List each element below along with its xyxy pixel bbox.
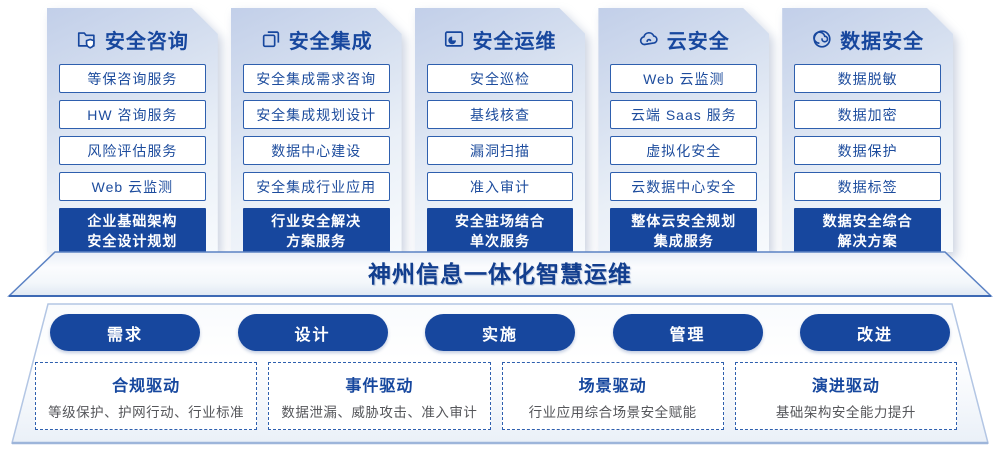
footer-line: 解决方案 xyxy=(837,233,898,249)
column-card: 数据安全 数据脱敏 数据加密 数据保护 数据标签 数据安全综合 解决方案 xyxy=(782,8,953,252)
phase-pills-row: 需求 设计 实施 管理 改进 xyxy=(50,314,950,351)
service-column-security-integration: 安全集成 安全集成需求咨询 安全集成规划设计 数据中心建设 安全集成行业应用 行… xyxy=(231,8,402,252)
driver-desc: 等级保护、护网行动、行业标准 xyxy=(48,404,245,420)
service-column-security-operations: 安全运维 安全巡检 基线核查 漏洞扫描 准入审计 安全驻场结合 单次服务 xyxy=(415,8,586,252)
phase-pill-design: 设计 xyxy=(237,314,388,351)
service-item: 数据保护 xyxy=(794,136,941,165)
service-item: 数据加密 xyxy=(794,100,941,129)
banner-title: 神州信息一体化智慧运维 xyxy=(368,261,632,287)
service-item: 数据标签 xyxy=(794,172,941,201)
service-columns-row: 安全咨询 等保咨询服务 HW 咨询服务 风险评估服务 Web 云监测 企业基础架… xyxy=(47,8,953,252)
column-header: 云安全 xyxy=(610,24,757,54)
footer-line: 整体云安全规划 xyxy=(631,212,737,229)
service-item: 风险评估服务 xyxy=(59,136,206,165)
service-item: 安全集成需求咨询 xyxy=(243,64,390,93)
driver-box-compliance: 合规驱动 等级保护、护网行动、行业标准 xyxy=(35,362,258,430)
column-title: 安全咨询 xyxy=(104,30,189,53)
footer-line: 方案服务 xyxy=(286,233,347,249)
footer-line: 集成服务 xyxy=(653,233,714,249)
column-header: 安全集成 xyxy=(243,24,390,54)
service-item: 安全集成行业应用 xyxy=(243,172,390,201)
driver-boxes-row: 合规驱动 等级保护、护网行动、行业标准 事件驱动 数据泄漏、威胁攻击、准入审计 … xyxy=(35,362,957,430)
service-item: Web 云监测 xyxy=(59,172,206,201)
column-card: 云安全 Web 云监测 云端 Saas 服务 虚拟化安全 云数据中心安全 整体云… xyxy=(598,8,769,252)
driver-title: 事件驱动 xyxy=(345,377,414,395)
footer-line: 安全设计规划 xyxy=(87,233,178,249)
folder-chart-icon xyxy=(443,28,465,50)
service-item: 数据脱敏 xyxy=(794,64,941,93)
column-card: 安全运维 安全巡检 基线核查 漏洞扫描 准入审计 安全驻场结合 单次服务 xyxy=(415,8,586,252)
service-item: 虚拟化安全 xyxy=(610,136,757,165)
service-item: 等保咨询服务 xyxy=(59,64,206,93)
column-footer: 数据安全综合 解决方案 xyxy=(794,208,941,254)
phase-pill-improvement: 改进 xyxy=(800,314,950,351)
service-item: Web 云监测 xyxy=(610,64,757,93)
footer-line: 企业基础架构 xyxy=(87,212,178,229)
column-header: 安全咨询 xyxy=(59,24,206,54)
cloud-icon xyxy=(638,28,660,50)
phase-pill-implementation: 实施 xyxy=(425,314,575,351)
phase-pill-management: 管理 xyxy=(612,314,763,351)
driver-box-scenario: 场景驱动 行业应用综合场景安全赋能 xyxy=(501,362,724,430)
driver-title: 场景驱动 xyxy=(578,377,647,395)
column-card: 安全集成 安全集成需求咨询 安全集成规划设计 数据中心建设 安全集成行业应用 行… xyxy=(231,8,402,252)
footer-line: 行业安全解决 xyxy=(271,212,362,229)
column-footer: 行业安全解决 方案服务 xyxy=(243,208,390,254)
column-title: 安全运维 xyxy=(472,30,557,53)
folder-shield-icon xyxy=(76,28,98,50)
service-item: 安全巡检 xyxy=(427,64,574,93)
service-item: 云数据中心安全 xyxy=(610,172,757,201)
column-card: 安全咨询 等保咨询服务 HW 咨询服务 风险评估服务 Web 云监测 企业基础架… xyxy=(47,8,218,252)
service-column-data-security: 数据安全 数据脱敏 数据加密 数据保护 数据标签 数据安全综合 解决方案 xyxy=(782,8,953,252)
service-item: 准入审计 xyxy=(427,172,574,201)
service-item: 基线核查 xyxy=(427,100,574,129)
service-column-cloud-security: 云安全 Web 云监测 云端 Saas 服务 虚拟化安全 云数据中心安全 整体云… xyxy=(598,8,769,252)
footer-line: 安全驻场结合 xyxy=(454,212,545,229)
column-title: 安全集成 xyxy=(288,30,373,53)
footer-line: 数据安全综合 xyxy=(822,212,913,229)
column-title: 云安全 xyxy=(666,30,730,53)
column-footer: 企业基础架构 安全设计规划 xyxy=(59,208,206,254)
service-item: 云端 Saas 服务 xyxy=(610,100,757,129)
column-footer: 整体云安全规划 集成服务 xyxy=(610,208,757,254)
phase-pill-requirements: 需求 xyxy=(50,314,200,351)
column-header: 数据安全 xyxy=(794,24,941,54)
column-footer: 安全驻场结合 单次服务 xyxy=(427,208,574,254)
driver-title: 合规驱动 xyxy=(112,377,181,395)
service-item: 安全集成规划设计 xyxy=(243,100,390,129)
spiral-icon xyxy=(811,28,833,50)
column-header: 安全运维 xyxy=(427,24,574,54)
driver-desc: 数据泄漏、威胁攻击、准入审计 xyxy=(281,404,478,420)
service-item: HW 咨询服务 xyxy=(59,100,206,129)
driver-desc: 基础架构安全能力提升 xyxy=(775,404,916,420)
driver-box-evolution: 演进驱动 基础架构安全能力提升 xyxy=(734,362,957,430)
service-column-security-consulting: 安全咨询 等保咨询服务 HW 咨询服务 风险评估服务 Web 云监测 企业基础架… xyxy=(47,8,218,252)
service-item: 数据中心建设 xyxy=(243,136,390,165)
service-item: 漏洞扫描 xyxy=(427,136,574,165)
banner-trapezoid xyxy=(7,251,993,297)
footer-line: 单次服务 xyxy=(469,233,530,249)
driver-title: 演进驱动 xyxy=(811,377,880,395)
copy-pages-icon xyxy=(260,28,282,50)
driver-desc: 行业应用综合场景安全赋能 xyxy=(528,404,697,420)
driver-box-incident: 事件驱动 数据泄漏、威胁攻击、准入审计 xyxy=(268,362,491,430)
column-title: 数据安全 xyxy=(840,30,925,53)
